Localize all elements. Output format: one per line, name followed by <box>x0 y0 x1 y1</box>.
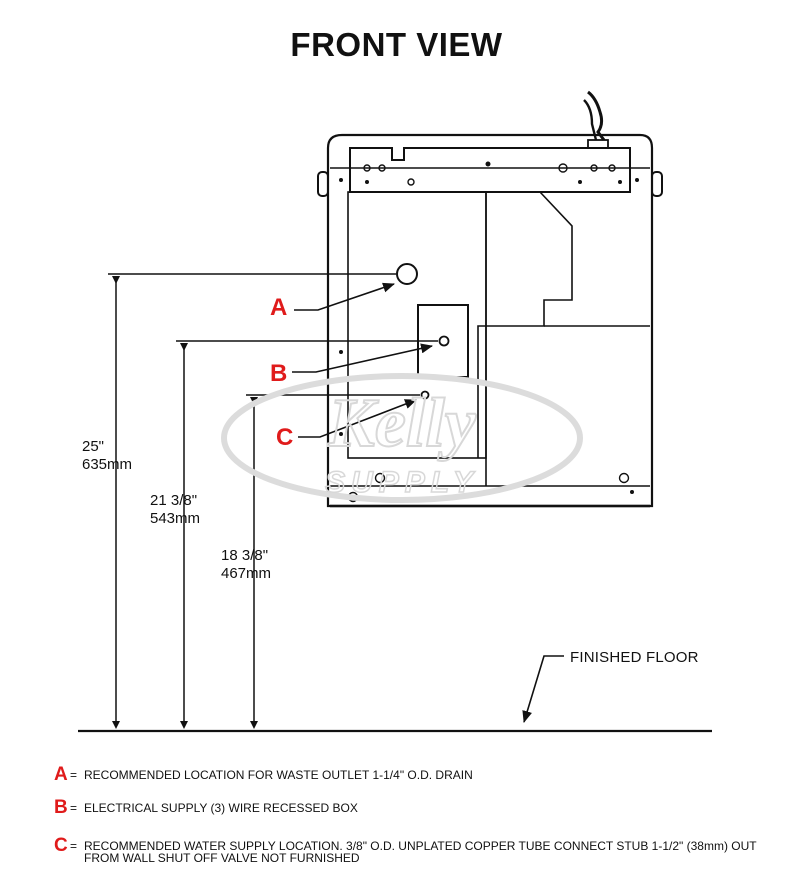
legend-text: ELECTRICAL SUPPLY (3) WIRE RECESSED BOX <box>84 801 358 815</box>
callout-a: A <box>270 294 288 321</box>
dimension-a-mm: 635mm <box>82 456 133 473</box>
water-supply-hole <box>420 390 430 400</box>
legend-text: RECOMMENDED WATER SUPPLY LOCATION. 3/8" … <box>84 839 757 865</box>
legend-item-a: A = RECOMMENDED LOCATION FOR WASTE OUTLE… <box>54 765 764 785</box>
dimension-a-inches: 25" <box>82 438 105 455</box>
finished-floor-label: FINISHED FLOOR <box>570 649 699 666</box>
callout-c: C <box>276 424 294 451</box>
legend-item-c: C = RECOMMENDED WATER SUPPLY LOCATION. 3… <box>54 835 764 865</box>
waste-outlet-hole <box>396 263 418 285</box>
page-title: FRONT VIEW <box>290 26 503 63</box>
dimension-c-label: 18 3/8" 467mm <box>221 547 271 583</box>
legend-text: RECOMMENDED LOCATION FOR WASTE OUTLET 1-… <box>84 768 473 782</box>
dimension-a-label: 25" 635mm <box>82 438 132 474</box>
legend-equals: = <box>70 768 78 782</box>
fountain-body <box>317 90 663 508</box>
legend-item-b: B = ELECTRICAL SUPPLY (3) WIRE RECESSED … <box>54 798 764 818</box>
legend-key: B <box>54 797 68 818</box>
dimension-b-mm: 543mm <box>150 510 201 527</box>
legend-key: A <box>54 764 68 785</box>
dimension-b-inches: 21 3/8" <box>150 492 198 509</box>
dimension-c-mm: 467mm <box>221 565 272 582</box>
dimension-c-inches: 18 3/8" <box>221 547 269 564</box>
small-fasteners <box>339 161 639 494</box>
callout-b: B <box>270 360 288 387</box>
legend-key: C <box>54 835 68 856</box>
finished-floor <box>78 655 712 733</box>
electrical-hole <box>438 335 450 347</box>
callout-leaders <box>292 282 433 438</box>
legend-equals: = <box>70 801 78 815</box>
legend-equals: = <box>70 839 78 853</box>
dimension-b-label: 21 3/8" 543mm <box>150 492 200 528</box>
